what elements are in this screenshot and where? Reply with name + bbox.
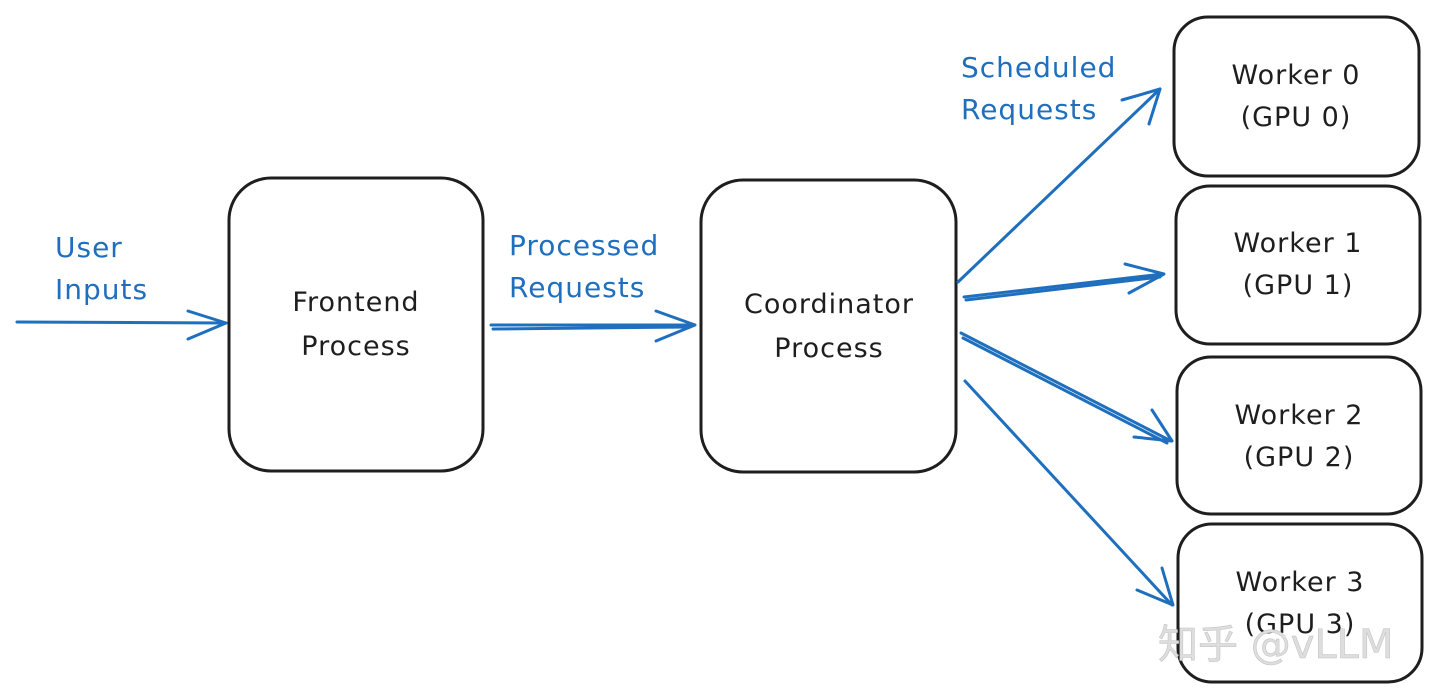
worker-1-node[interactable]: Worker 1 (GPU 1) [1174, 184, 1422, 346]
arrow-worker-2-shaft-sketch [961, 336, 1169, 445]
arrow-coordinator-to-worker-1 [962, 262, 1166, 302]
worker-1-label-line2: (GPU 1) [1243, 270, 1354, 301]
frontend-process-node[interactable]: Frontend Process [227, 176, 485, 473]
edge-label-user-inputs: User Inputs [55, 231, 148, 306]
worker-3-box [1176, 522, 1424, 684]
worker-2-box [1175, 355, 1423, 516]
arrow-worker-0-head [1120, 87, 1162, 126]
worker-0-label-line2: (GPU 0) [1241, 102, 1352, 133]
worker-2-label-line1: Worker 2 [1235, 400, 1364, 431]
edge-label-user-inputs-line1: User [55, 231, 123, 264]
frontend-process-label-line2: Process [301, 331, 410, 362]
arrow-coordinator-to-worker-3 [963, 379, 1175, 607]
arrow-worker-2-shaft [959, 331, 1173, 443]
arrow-coordinator-to-worker-0 [956, 87, 1162, 284]
frontend-process-label-line1: Frontend [292, 287, 419, 318]
arrow-worker-3-shaft [963, 379, 1174, 607]
worker-3-node[interactable]: Worker 3 (GPU 3) [1176, 522, 1424, 684]
arrow-user-inputs-to-frontend [15, 309, 228, 341]
arrow-processed-shaft-sketch [491, 325, 692, 331]
worker-3-label-line2: (GPU 3) [1245, 609, 1356, 640]
edge-label-scheduled-requests-line1: Scheduled [961, 51, 1116, 84]
arrow-worker-0-shaft [956, 87, 1162, 284]
coordinator-process-box [699, 178, 958, 474]
coordinator-process-label-line2: Process [774, 333, 883, 364]
arrow-worker-1-shaft-sketch [964, 275, 1162, 302]
arrow-processed-head [654, 309, 697, 343]
arrow-user-inputs-head [186, 309, 228, 341]
arrow-worker-3-head [1135, 566, 1175, 607]
frontend-process-box [227, 176, 485, 473]
edge-label-processed-requests-line1: Processed [509, 229, 659, 262]
edge-label-scheduled-requests-line2: Requests [961, 93, 1097, 126]
worker-2-node[interactable]: Worker 2 (GPU 2) [1175, 355, 1423, 516]
worker-1-label-line1: Worker 1 [1234, 228, 1363, 259]
arrow-worker-1-shaft [962, 272, 1165, 299]
arrow-worker-2-head [1132, 408, 1174, 443]
worker-0-label-line1: Worker 0 [1232, 60, 1361, 91]
arrow-worker-1-head [1123, 262, 1166, 295]
worker-1-box [1174, 184, 1422, 346]
edge-label-user-inputs-line2: Inputs [55, 273, 148, 306]
worker-0-box [1172, 15, 1421, 178]
coordinator-process-label-line1: Coordinator [744, 289, 914, 320]
edge-label-processed-requests-line2: Requests [509, 271, 645, 304]
worker-0-node[interactable]: Worker 0 (GPU 0) [1172, 15, 1421, 178]
arrow-coordinator-to-worker-2 [959, 331, 1174, 445]
edge-label-scheduled-requests: Scheduled Requests [961, 51, 1116, 126]
worker-2-label-line2: (GPU 2) [1244, 442, 1355, 473]
worker-3-label-line1: Worker 3 [1236, 567, 1365, 598]
coordinator-process-node[interactable]: Coordinator Process [699, 178, 958, 474]
watermark: 知乎 @vLLM [1158, 622, 1393, 668]
edge-label-processed-requests: Processed Requests [509, 229, 659, 304]
arrow-user-inputs-shaft [15, 320, 228, 325]
arrow-frontend-to-coordinator [489, 309, 697, 343]
